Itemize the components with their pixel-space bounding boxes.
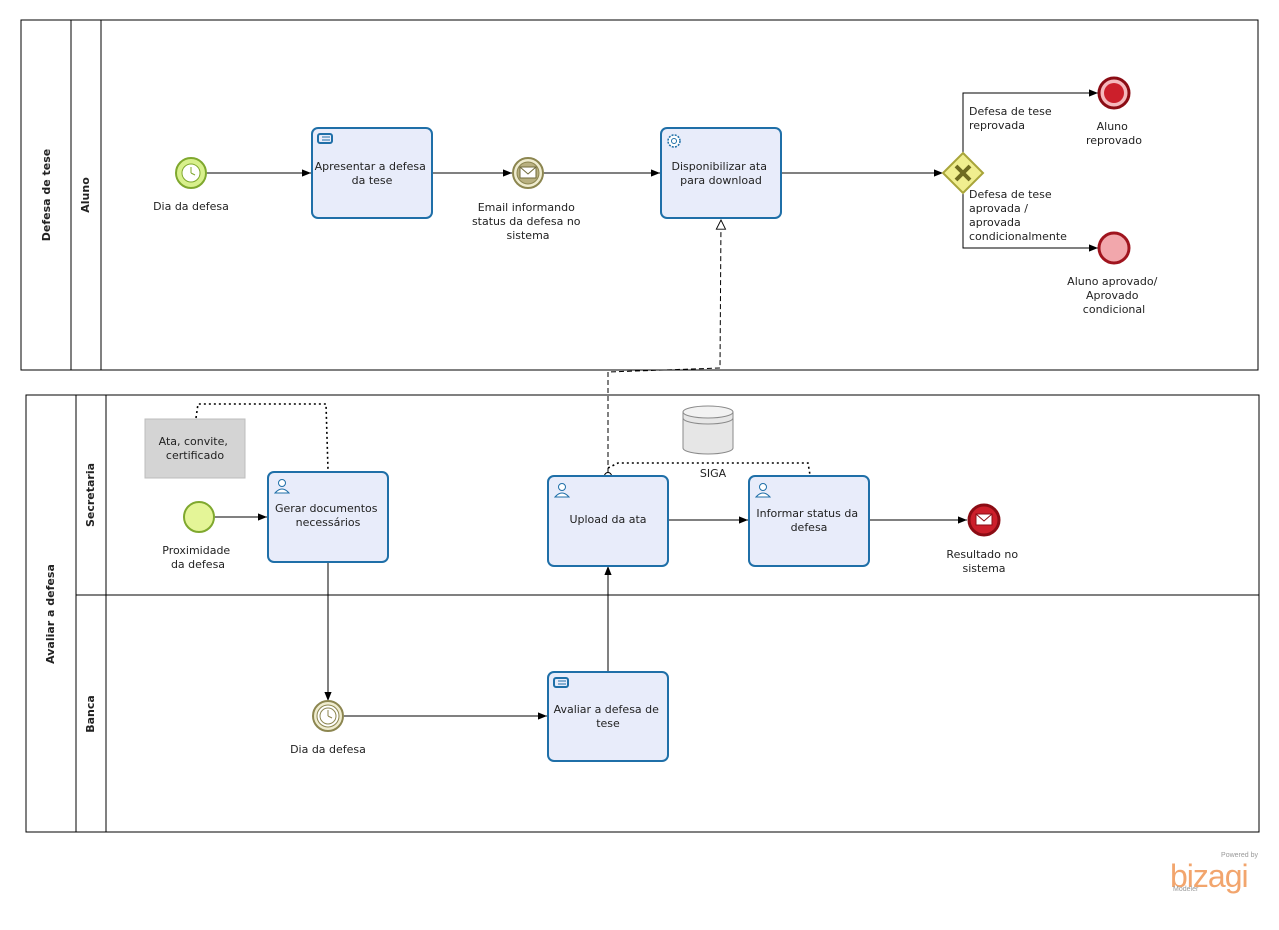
task-disponibilizar-label: Disponibilizar ata para download [672,160,771,187]
x-icon [954,164,972,182]
start-event-proximidade[interactable] [183,501,215,533]
association-documents [195,403,329,471]
lane-title-banca: Banca [84,695,97,733]
end-reprovado-label: Aluno reprovado [1086,120,1142,147]
timer-banca-label: Dia da defesa [290,743,366,756]
sequence-flows [206,89,1098,720]
user-icon [553,483,571,498]
end-aprovado-label: Aluno aprovado/ Aprovado condicional [1067,275,1161,316]
end-event-reprovado[interactable] [1097,76,1131,110]
logo-brand: bizagi [1170,858,1249,894]
email-event-label: Email informando status da defesa no sis… [472,201,584,242]
task-avaliar-defesa[interactable]: Avaliar a defesa de tese [547,671,669,762]
task-gerar-documentos[interactable]: Gerar documentos necessários [267,471,389,563]
end-event-aprovado[interactable] [1097,231,1131,265]
flow-gateway-to-reprovado [962,89,1098,153]
pool-defesa-de-tese[interactable]: Defesa de tese Aluno [20,19,1259,371]
task-upload-da-ata[interactable]: Upload da ata [547,475,669,567]
envelope-icon [975,513,993,526]
task-apresentar-label: Apresentar a defesa da tese [315,160,430,187]
timer-intermediate-event[interactable] [312,700,344,732]
bizagi-logo: Powered by bizagi Modeler [1168,852,1260,898]
clock-icon [319,707,337,725]
database-icon [682,405,734,455]
end-resultado-label: Resultado no sistema [946,548,1021,575]
pool-title-avaliar-a-defesa: Avaliar a defesa [44,564,57,664]
task-upload-label: Upload da ata [569,513,646,526]
clock-icon [190,167,196,176]
timer-start-label: Dia da defesa [153,200,229,213]
datastore-label: SIGA [700,467,727,480]
task-informar-label: Informar status da defesa [756,507,861,534]
task-apresentar-defesa[interactable]: Apresentar a defesa da tese [311,127,433,219]
lane-title-aluno: Aluno [79,177,92,213]
association-siga [607,462,811,476]
task-avaliar-label: Avaliar a defesa de tese [554,703,663,730]
condition-reprovada-label: Defesa de tese reprovada [969,105,1055,132]
logo-product: Modeler [1173,886,1199,893]
flow-gateway-to-aprovado [962,193,1098,252]
lane-title-secretaria: Secretaria [84,463,97,527]
timer-start-event[interactable] [175,157,207,189]
envelope-icon [519,166,537,179]
manual-task-icon [553,677,569,688]
logo-powered-by: Powered by [1221,852,1258,859]
gear-icon [667,134,681,148]
document-artifact-label: Ata, convite, certificado [159,435,232,462]
condition-aprovada-label: Defesa de tese aprovada / aprovada condi… [969,188,1067,243]
task-informar-status[interactable]: Informar status da defesa [748,475,870,567]
user-icon [273,479,291,494]
exclusive-gateway[interactable] [941,151,985,195]
document-artifact[interactable]: Ata, convite, certificado [144,418,246,479]
user-icon [754,483,772,498]
message-end-event[interactable] [967,503,1001,537]
message-flow-upload-to-disponibilizar [607,220,721,473]
task-disponibilizar-ata[interactable]: Disponibilizar ata para download [660,127,782,219]
datastore-siga[interactable]: SIGA [682,405,734,480]
email-intermediate-event[interactable] [512,157,544,189]
start-proximidade-label: Proximidade da defesa [162,544,233,571]
task-gerar-label: Gerar documentos necessários [275,502,381,529]
pool-title-defesa-de-tese: Defesa de tese [40,149,53,242]
manual-task-icon [317,133,333,144]
